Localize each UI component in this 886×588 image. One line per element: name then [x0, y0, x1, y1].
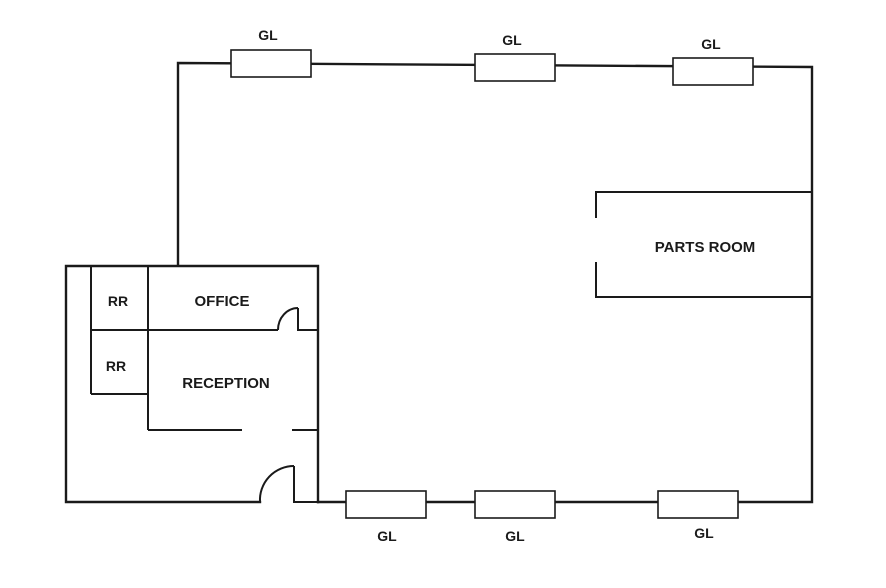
main-left-wall — [176, 61, 814, 504]
office-label: OFFICE — [195, 293, 250, 310]
parts-room-label: PARTS ROOM — [655, 239, 756, 256]
gl-door-top-3 — [672, 57, 754, 86]
reception-label: RECEPTION — [182, 375, 270, 392]
parts-room — [595, 191, 812, 298]
gl-door-bottom-2 — [474, 490, 556, 519]
gl-label-bottom-3: GL — [694, 525, 714, 541]
rr-label-upper: RR — [108, 293, 128, 309]
gl-label-bottom-1: GL — [377, 528, 397, 544]
office-door-jamb — [297, 308, 318, 331]
entry-door-swing — [258, 464, 295, 503]
rr-label-lower: RR — [106, 358, 126, 374]
entry-door-jamb — [293, 466, 318, 503]
parts-room-wall-top — [595, 191, 812, 218]
parts-room-wall-bottom — [595, 262, 812, 298]
gl-door-top-1 — [230, 49, 312, 78]
gl-label-top-2: GL — [502, 32, 522, 48]
gl-door-top-2 — [474, 53, 556, 82]
main-walls — [176, 61, 814, 504]
gl-label-top-3: GL — [701, 36, 721, 52]
office-block — [64, 264, 320, 504]
gl-label-top-1: GL — [258, 27, 278, 43]
gl-door-bottom-1 — [345, 490, 427, 519]
office-door-swing — [277, 307, 299, 331]
gl-door-bottom-3 — [657, 490, 739, 519]
gl-label-bottom-2: GL — [505, 528, 525, 544]
office-outer-wall — [64, 264, 320, 504]
